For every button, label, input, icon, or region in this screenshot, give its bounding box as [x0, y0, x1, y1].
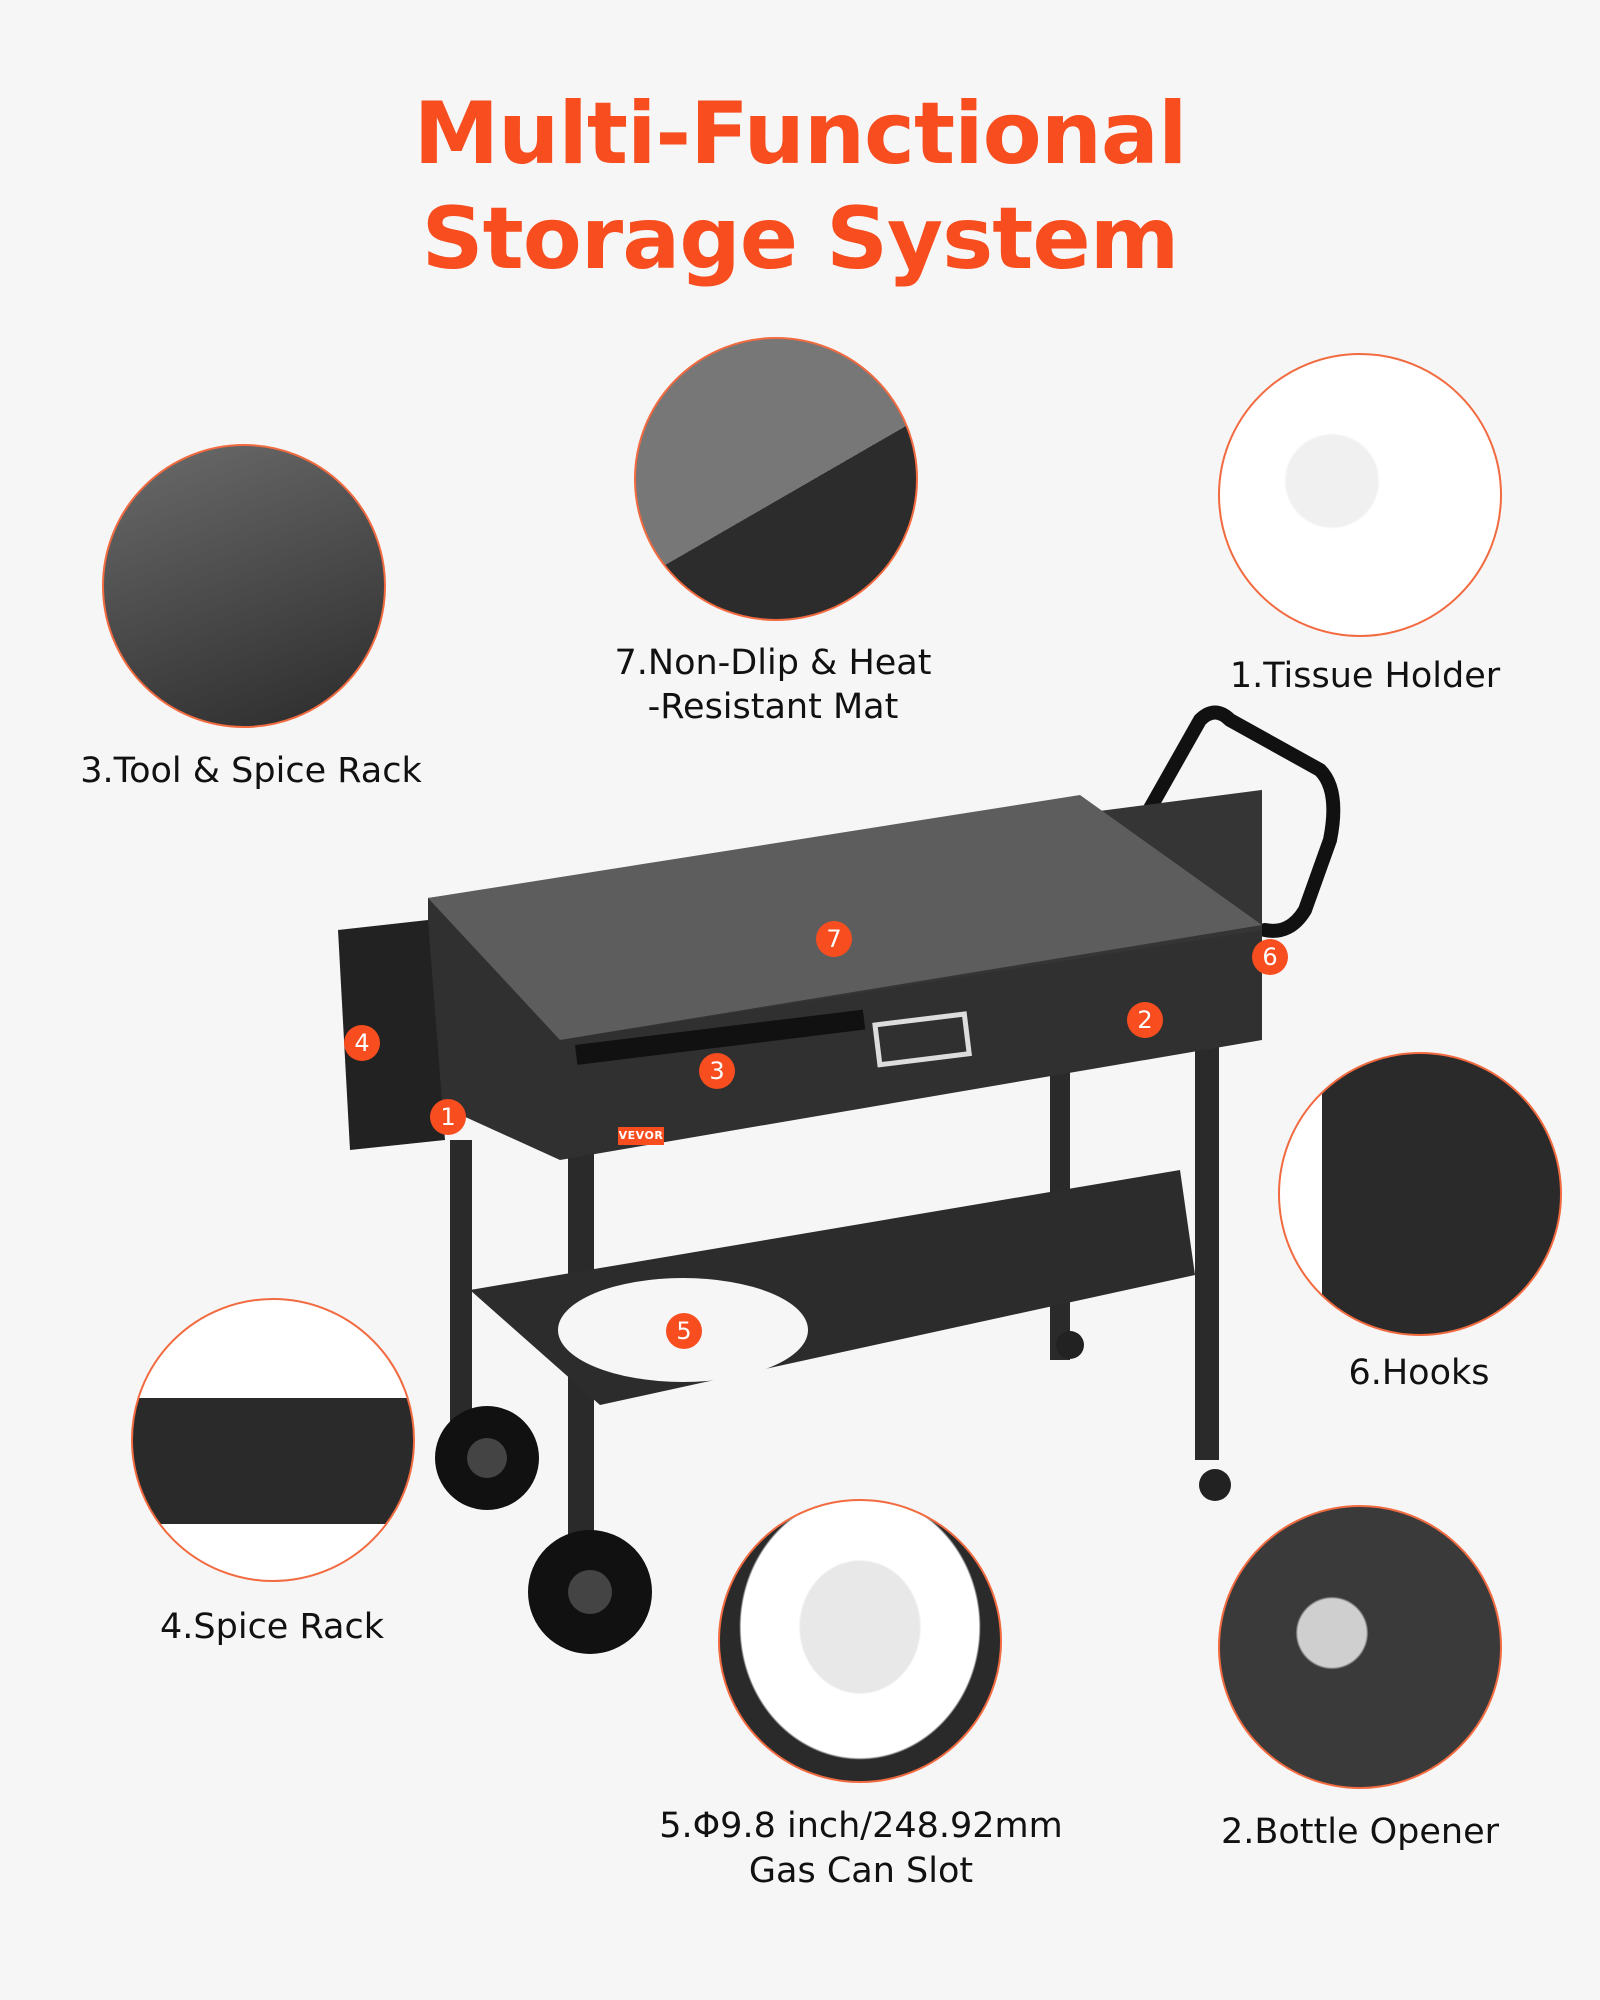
- label-mat-line-1: 7.Non-Dlip & Heat: [614, 643, 932, 683]
- title-line-1: Multi-Functional: [413, 84, 1188, 184]
- title-line-2: Storage System: [421, 189, 1180, 289]
- marker-2: 2: [1127, 1002, 1163, 1038]
- label-gas-slot-line-2: Gas Can Slot: [748, 1851, 974, 1891]
- label-gas-slot-line-1: 5.Φ9.8 inch/248.92mm: [659, 1806, 1063, 1846]
- marker-3: 3: [699, 1053, 735, 1089]
- spice-rack-image: [131, 1298, 415, 1582]
- label-tool-spice-rack: 3.Tool & Spice Rack: [80, 751, 422, 791]
- tissue-holder-image: [1218, 353, 1502, 637]
- marker-6: 6: [1252, 939, 1288, 975]
- hooks-image: [1278, 1052, 1562, 1336]
- tool-spice-rack-image: [102, 444, 386, 728]
- brand-logo-plate: VEVOR: [618, 1127, 664, 1145]
- label-mat-line-2: -Resistant Mat: [647, 687, 899, 727]
- label-bottle-opener: 2.Bottle Opener: [1220, 1812, 1500, 1852]
- marker-1: 1: [430, 1099, 466, 1135]
- mat-image: [634, 337, 918, 621]
- marker-4: 4: [344, 1025, 380, 1061]
- bottle-opener-image: [1218, 1505, 1502, 1789]
- label-hooks: 6.Hooks: [1348, 1353, 1490, 1393]
- gas-can-slot-image: [718, 1499, 1002, 1783]
- marker-5: 5: [666, 1313, 702, 1349]
- label-spice-rack: 4.Spice Rack: [160, 1607, 384, 1647]
- label-tissue-holder: 1.Tissue Holder: [1229, 656, 1501, 696]
- marker-7: 7: [816, 921, 852, 957]
